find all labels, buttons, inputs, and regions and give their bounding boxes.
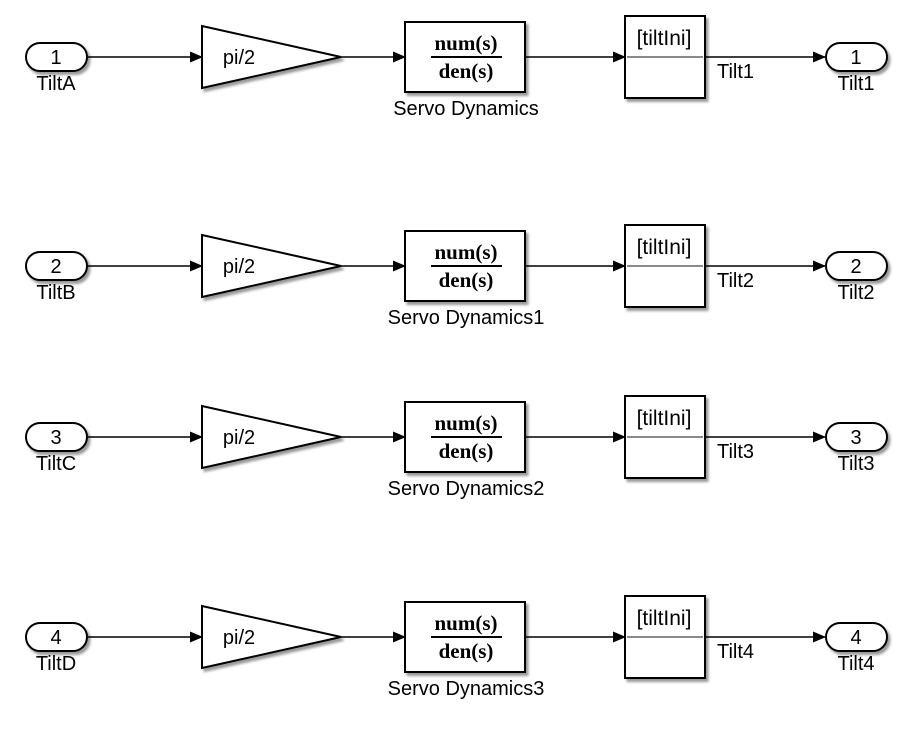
gain-block[interactable]: pi/2 xyxy=(201,604,342,670)
diagram-row: 4 TiltD pi/2 num(s) den(s) Servo Dynamic… xyxy=(25,595,888,700)
inport-block[interactable]: 3 xyxy=(25,422,88,452)
transfer-fcn-denominator: den(s) xyxy=(439,268,494,292)
transfer-fcn-denominator: den(s) xyxy=(439,59,494,83)
ic-block[interactable]: [tiltIni] xyxy=(624,15,706,99)
inport-block[interactable]: 2 xyxy=(25,251,88,281)
transfer-fcn-label[interactable]: Servo Dynamics3 xyxy=(388,678,545,700)
signal-label[interactable]: Tilt3 xyxy=(717,441,754,463)
transfer-fcn-numerator: num(s) xyxy=(434,611,497,635)
ic-block-tag: [tiltIni] xyxy=(637,236,692,259)
diagram-row: 2 TiltB pi/2 num(s) den(s) Servo Dynamic… xyxy=(25,224,888,329)
outport-block[interactable]: 4 xyxy=(825,622,888,652)
transfer-fcn-block[interactable]: num(s) den(s) xyxy=(404,601,526,673)
gain-value: pi/2 xyxy=(223,627,255,649)
inport-label[interactable]: TiltC xyxy=(36,453,76,475)
outport-label[interactable]: Tilt2 xyxy=(837,282,874,304)
outport-number: 3 xyxy=(850,427,861,449)
outport-number: 4 xyxy=(850,627,861,649)
ic-block[interactable]: [tiltIni] xyxy=(624,224,706,308)
outport-label[interactable]: Tilt3 xyxy=(837,453,874,475)
outport-number: 1 xyxy=(850,47,861,69)
transfer-fcn-block[interactable]: num(s) den(s) xyxy=(404,21,526,93)
outport-block[interactable]: 3 xyxy=(825,422,888,452)
transfer-fcn-numerator: num(s) xyxy=(434,411,497,435)
inport-number: 4 xyxy=(50,627,61,649)
inport-label[interactable]: TiltB xyxy=(36,282,75,304)
transfer-fcn-denominator: den(s) xyxy=(439,439,494,463)
inport-number: 3 xyxy=(50,427,61,449)
inport-label[interactable]: TiltA xyxy=(36,73,76,95)
signal-label[interactable]: Tilt2 xyxy=(717,270,754,292)
inport-block[interactable]: 4 xyxy=(25,622,88,652)
inport-number: 1 xyxy=(50,47,61,69)
gain-value: pi/2 xyxy=(223,47,255,69)
ic-block-tag: [tiltIni] xyxy=(637,407,692,430)
transfer-fcn-numerator: num(s) xyxy=(434,240,497,264)
transfer-fcn-block[interactable]: num(s) den(s) xyxy=(404,401,526,473)
ic-block[interactable]: [tiltIni] xyxy=(624,395,706,479)
outport-block[interactable]: 1 xyxy=(825,42,888,72)
outport-block[interactable]: 2 xyxy=(825,251,888,281)
inport-number: 2 xyxy=(50,256,61,278)
diagram-row: 3 TiltC pi/2 num(s) den(s) Servo Dynamic… xyxy=(25,395,888,500)
ic-block[interactable]: [tiltIni] xyxy=(624,595,706,679)
outport-label[interactable]: Tilt4 xyxy=(837,653,874,675)
transfer-fcn-label[interactable]: Servo Dynamics xyxy=(393,98,539,120)
outport-label[interactable]: Tilt1 xyxy=(837,73,874,95)
gain-value: pi/2 xyxy=(223,427,255,449)
outport-number: 2 xyxy=(850,256,861,278)
ic-block-tag: [tiltIni] xyxy=(637,27,692,50)
gain-value: pi/2 xyxy=(223,256,255,278)
transfer-fcn-block[interactable]: num(s) den(s) xyxy=(404,230,526,302)
signal-label[interactable]: Tilt4 xyxy=(717,641,754,663)
inport-block[interactable]: 1 xyxy=(25,42,88,72)
gain-block[interactable]: pi/2 xyxy=(201,404,342,470)
ic-block-tag: [tiltIni] xyxy=(637,607,692,630)
inport-label[interactable]: TiltD xyxy=(36,653,76,675)
transfer-fcn-denominator: den(s) xyxy=(439,639,494,663)
transfer-fcn-label[interactable]: Servo Dynamics1 xyxy=(388,307,545,329)
transfer-fcn-numerator: num(s) xyxy=(434,31,497,55)
diagram-row: 1 TiltA pi/2 num(s) den(s) Servo Dynamic… xyxy=(25,15,888,120)
transfer-fcn-label[interactable]: Servo Dynamics2 xyxy=(388,478,545,500)
gain-block[interactable]: pi/2 xyxy=(201,24,342,90)
signal-label[interactable]: Tilt1 xyxy=(717,61,754,83)
gain-block[interactable]: pi/2 xyxy=(201,233,342,299)
